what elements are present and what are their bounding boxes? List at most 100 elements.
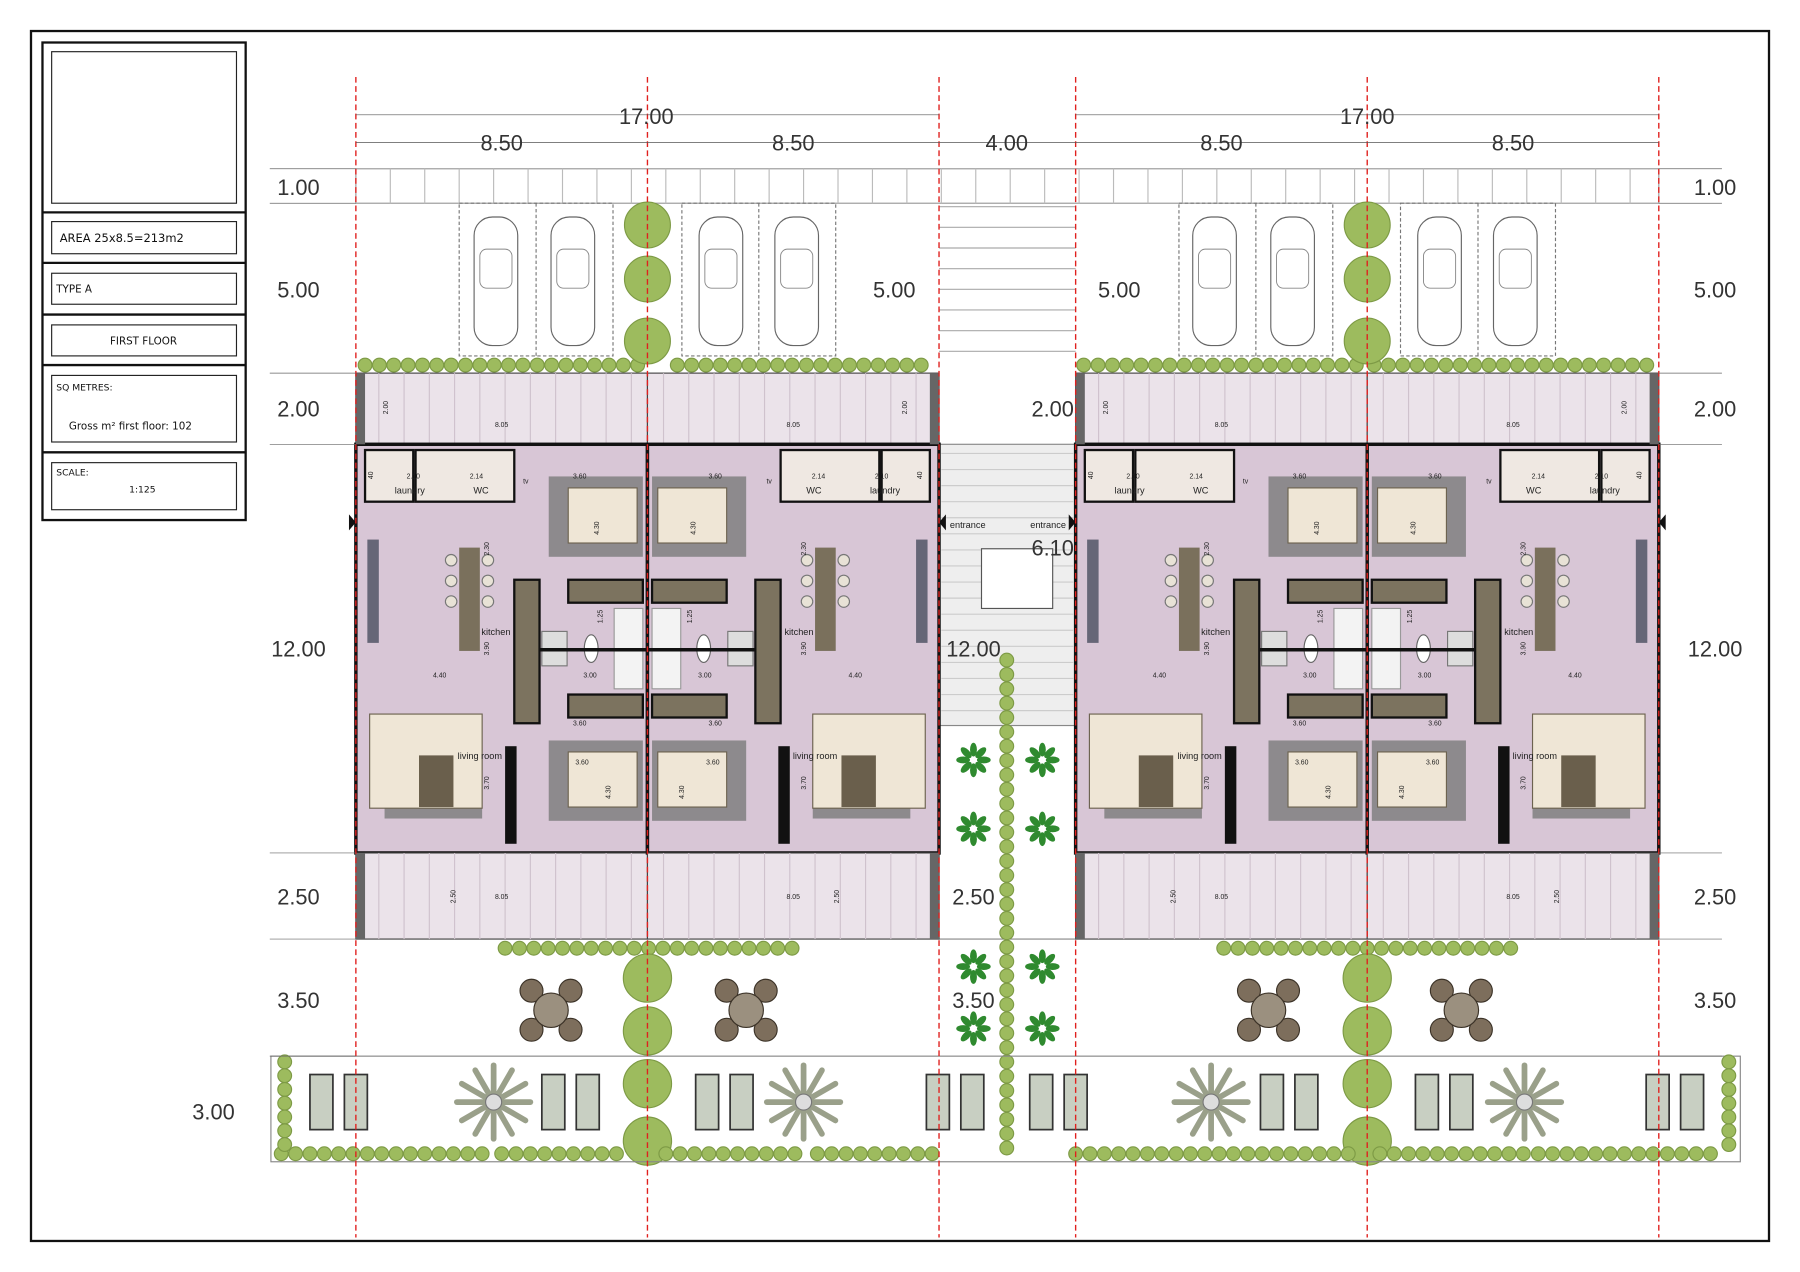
room-label-d_360: 3.60 xyxy=(706,760,720,767)
tree-icon xyxy=(1458,1146,1474,1162)
apartment-unit xyxy=(1365,372,1666,940)
tree-icon xyxy=(1460,940,1476,956)
tree-icon xyxy=(1139,1146,1155,1162)
tree-icon xyxy=(1119,357,1135,373)
chair-icon xyxy=(800,595,814,608)
room-label-d_360: 3.60 xyxy=(1293,721,1307,728)
chair-icon xyxy=(837,553,851,567)
room-label-d_040: 40 xyxy=(917,471,924,479)
tree-icon xyxy=(1125,1146,1141,1162)
room-label-laundry: laundry xyxy=(870,486,900,496)
tree-icon xyxy=(277,1137,293,1153)
room-label-kitchen: kitchen xyxy=(1201,627,1230,637)
leaf xyxy=(975,1015,987,1027)
room-label-d_360: 3.60 xyxy=(1295,760,1309,767)
front-balcony xyxy=(646,372,940,445)
leaf xyxy=(975,830,987,842)
sq-metres-label: SQ METRES: xyxy=(56,382,112,393)
tree-icon xyxy=(537,1146,553,1162)
car-roof xyxy=(704,248,738,289)
tree-icon xyxy=(999,1054,1015,1070)
tree-icon xyxy=(497,940,513,956)
tree-icon xyxy=(1721,1081,1737,1097)
room-label-d_200: 2.00 xyxy=(1622,401,1629,415)
tree-icon xyxy=(1230,940,1246,956)
tree-icon xyxy=(1503,940,1519,956)
sidewalk xyxy=(355,168,1660,204)
room-label-living: living room xyxy=(1177,751,1222,761)
car-roof xyxy=(1276,248,1310,289)
leaf xyxy=(960,968,972,980)
area-text: AREA 25x8.5=213m2 xyxy=(60,231,184,245)
tree-icon xyxy=(999,910,1015,926)
entrance-label: entrance xyxy=(950,520,986,530)
room-label-d_300: 3.00 xyxy=(698,672,712,679)
laundry-room xyxy=(1600,448,1651,503)
tree-icon xyxy=(429,357,445,373)
tree-icon xyxy=(1340,1146,1356,1162)
dim-unit-width: 8.50 xyxy=(772,130,814,155)
tree-icon xyxy=(1501,1146,1517,1162)
wardrobe xyxy=(1232,578,1261,725)
wardrobe xyxy=(513,578,541,725)
window-wall xyxy=(1087,539,1099,643)
bed-icon xyxy=(567,751,638,808)
chair-icon xyxy=(1236,1017,1262,1042)
tree-icon xyxy=(1262,357,1278,373)
sun-lounger-icon xyxy=(959,1073,985,1131)
tree-icon xyxy=(1567,357,1583,373)
leaf xyxy=(1038,1032,1046,1046)
tree-icon xyxy=(870,357,886,373)
leaf xyxy=(970,811,977,826)
wardrobe xyxy=(567,578,645,604)
tree-icon xyxy=(1388,940,1404,956)
tree-icon xyxy=(999,681,1015,697)
coffee-table xyxy=(1138,755,1174,808)
tree-icon xyxy=(784,940,800,956)
room-label-d_430: 4.30 xyxy=(1399,785,1406,799)
tree-icon xyxy=(999,767,1015,783)
wall xyxy=(355,852,366,940)
tree-icon xyxy=(587,357,603,373)
tree-icon xyxy=(474,1146,490,1162)
room-label-d_390: 3.90 xyxy=(801,642,808,656)
sun-lounger-icon xyxy=(1063,1073,1088,1131)
tree-icon xyxy=(867,1146,883,1162)
dim-overall-right: 17.00 xyxy=(1340,104,1395,129)
wc-room xyxy=(779,448,881,503)
dining-table xyxy=(1534,547,1556,651)
tree-icon xyxy=(852,1146,868,1162)
tree-icon xyxy=(1288,940,1303,956)
tree-icon xyxy=(1515,1146,1531,1162)
room-label-d_200: 2.00 xyxy=(1103,401,1110,415)
tree-icon xyxy=(501,357,517,373)
tree-icon xyxy=(999,710,1015,725)
chair-icon xyxy=(1557,553,1570,567)
leaf xyxy=(1025,825,1039,833)
dimension-labels: 17.00 17.00 8.50 8.50 4.00 8.50 8.50 1.0… xyxy=(192,104,1742,1124)
dim-mid-garden: 3.50 xyxy=(952,988,994,1013)
leaf xyxy=(970,970,977,984)
tree-icon xyxy=(999,1068,1015,1084)
tree-icon xyxy=(1702,1146,1718,1162)
wall xyxy=(1075,373,1085,445)
wardrobe xyxy=(1286,578,1364,604)
tree-icon xyxy=(529,357,545,373)
dining-table xyxy=(815,547,836,651)
chair-icon xyxy=(1164,574,1178,588)
sun-lounger-icon xyxy=(1449,1073,1474,1131)
tree-icon xyxy=(601,357,617,373)
sun-lounger-icon xyxy=(729,1073,754,1131)
car-icon xyxy=(550,216,596,347)
dim-unit-width: 8.50 xyxy=(480,130,522,155)
sun-lounger-icon xyxy=(925,1073,951,1131)
tree-icon xyxy=(741,940,757,956)
tree-icon xyxy=(999,867,1015,883)
tree-icon xyxy=(1429,1146,1445,1162)
tree-icon xyxy=(758,1146,774,1162)
chair-icon xyxy=(753,1017,778,1042)
tree-icon xyxy=(555,940,570,956)
room-label-d_360: 3.60 xyxy=(575,760,589,767)
room-label-d_200: 2.00 xyxy=(383,401,390,415)
